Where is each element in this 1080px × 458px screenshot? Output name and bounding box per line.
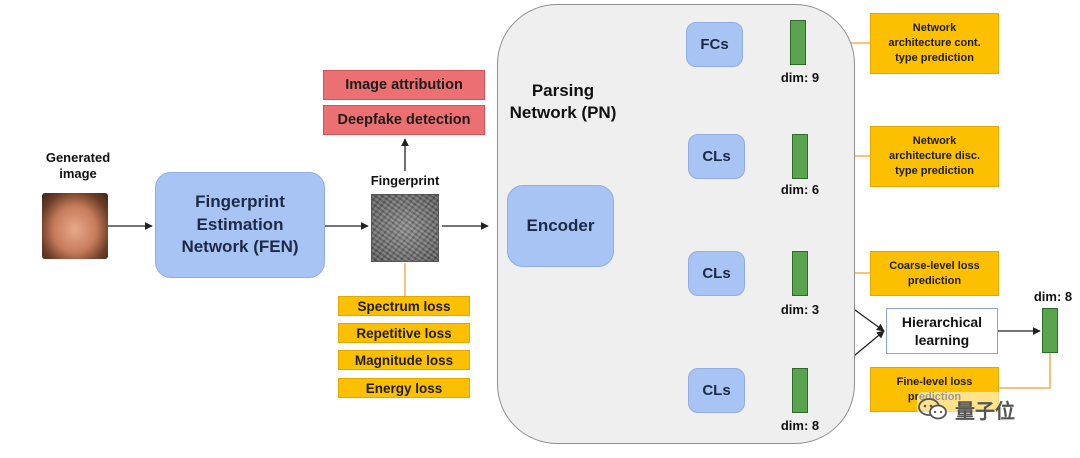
output-bar-dim8 [792, 368, 808, 413]
watermark: 量子位 [917, 392, 1069, 426]
fingerprint-estimation-network-box: Fingerprint Estimation Network (FEN) [155, 172, 325, 278]
output-bar-dim3 [792, 251, 808, 296]
dim-label-8: dim: 8 [780, 418, 820, 433]
image-attribution-box: Image attribution [323, 70, 485, 100]
repetitive-loss-box: Repetitive loss [338, 323, 470, 343]
generated-image-label: Generated image [45, 150, 111, 182]
coarse-loss-prediction-box: Coarse-level loss prediction [870, 251, 999, 296]
cls-box-coarse: CLs [688, 251, 745, 296]
dim-label-3: dim: 3 [780, 302, 820, 317]
watermark-text: 量子位 [955, 400, 1015, 423]
dim-label-6: dim: 6 [780, 182, 820, 197]
disc-type-prediction-box: Network architecture disc. type predicti… [870, 126, 999, 187]
encoder-box: Encoder [507, 185, 614, 267]
hierarchical-learning-box: Hierarchical learning [886, 308, 998, 354]
parsing-network-title: Parsing Network (PN) [509, 81, 617, 123]
deepfake-detection-box: Deepfake detection [323, 105, 485, 135]
spectrum-loss-box: Spectrum loss [338, 296, 470, 316]
output-bar-hierarchical [1042, 308, 1058, 353]
fcs-box: FCs [686, 22, 743, 67]
generated-face-image [42, 193, 108, 259]
magnitude-loss-box: Magnitude loss [338, 350, 470, 370]
wechat-icon [917, 397, 949, 421]
cls-box-fine: CLs [688, 368, 745, 413]
output-bar-dim6 [792, 134, 808, 179]
energy-loss-box: Energy loss [338, 378, 470, 398]
output-bar-dim9 [790, 20, 806, 65]
fingerprint-label: Fingerprint [370, 173, 440, 188]
dim-label-hierarchical: dim: 8 [1033, 289, 1073, 304]
fingerprint-noise-image [371, 194, 439, 262]
orange-hier-to-pred [999, 353, 1051, 389]
cls-box-disc: CLs [688, 134, 745, 179]
dim-label-9: dim: 9 [780, 70, 820, 85]
cont-type-prediction-box: Network architecture cont. type predicti… [870, 13, 999, 74]
